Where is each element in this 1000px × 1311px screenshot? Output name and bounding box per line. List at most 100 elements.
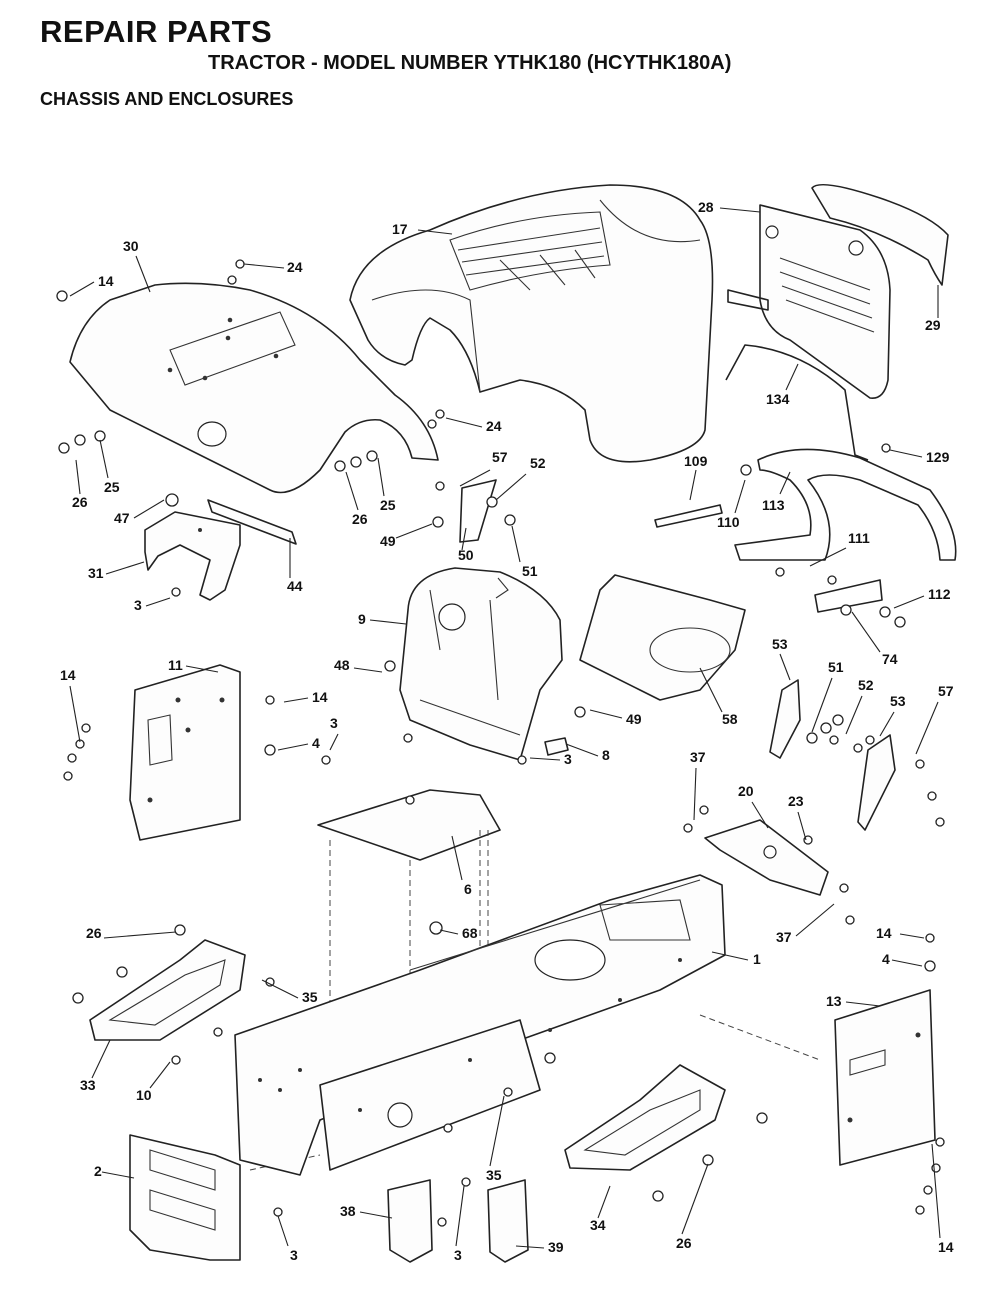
leader-line bbox=[797, 811, 807, 841]
leader-line bbox=[451, 835, 463, 881]
part-number-label: 14 bbox=[98, 273, 114, 289]
leader-line bbox=[734, 479, 746, 514]
part-number-label: 52 bbox=[530, 455, 546, 471]
leader-line bbox=[845, 1001, 881, 1007]
leader-line bbox=[711, 951, 749, 961]
leader-line bbox=[565, 743, 599, 757]
callout-c109: 109 bbox=[684, 453, 708, 501]
part-number-label: 6 bbox=[464, 881, 472, 897]
leader-line bbox=[75, 459, 81, 495]
callout-c51b: 51 bbox=[811, 659, 844, 733]
leader-line bbox=[851, 611, 881, 653]
callout-c14c: 14 bbox=[283, 689, 328, 705]
callout-c9: 9 bbox=[358, 611, 407, 627]
page-title: REPAIR PARTS bbox=[40, 14, 273, 49]
part-number-label: 8 bbox=[602, 747, 610, 763]
part-number-label: 49 bbox=[626, 711, 642, 727]
part-number-label: 50 bbox=[458, 547, 474, 563]
callout-c3e: 3 bbox=[454, 1185, 465, 1263]
callout-c68: 68 bbox=[439, 925, 478, 941]
part-number-label: 57 bbox=[492, 449, 508, 465]
callout-c30: 30 bbox=[123, 238, 151, 293]
leader-line bbox=[785, 363, 799, 391]
leader-line bbox=[283, 697, 309, 703]
part-number-label: 58 bbox=[722, 711, 738, 727]
part-number-label: 51 bbox=[522, 563, 538, 579]
callout-c38: 38 bbox=[340, 1203, 393, 1219]
leader-line bbox=[459, 469, 491, 487]
part-number-label: 28 bbox=[698, 199, 714, 215]
callout-c47: 47 bbox=[114, 499, 165, 526]
callout-c52b: 52 bbox=[845, 677, 874, 735]
part-number-label: 49 bbox=[380, 533, 396, 549]
callout-c14e: 14 bbox=[931, 1143, 954, 1255]
part-number-label: 26 bbox=[86, 925, 102, 941]
frame-part-1 bbox=[234, 874, 726, 1176]
leader-line bbox=[185, 665, 219, 673]
leader-line bbox=[145, 597, 171, 607]
callout-c50: 50 bbox=[458, 527, 474, 563]
part-number-label: 35 bbox=[302, 989, 318, 1005]
callout-c3b: 3 bbox=[329, 715, 339, 751]
bracket-part-20 bbox=[704, 819, 829, 896]
part-number-label: 17 bbox=[392, 221, 408, 237]
plate-part-44 bbox=[207, 499, 297, 545]
leader-line bbox=[69, 281, 95, 297]
callout-c14b: 14 bbox=[60, 667, 81, 743]
leader-line bbox=[261, 979, 299, 999]
leader-line bbox=[893, 595, 925, 609]
part-number-label: 112 bbox=[928, 586, 951, 602]
leader-line bbox=[597, 1185, 611, 1219]
part-number-label: 10 bbox=[136, 1087, 152, 1103]
part-number-label: 9 bbox=[358, 611, 366, 627]
strap-part-109 bbox=[654, 504, 723, 528]
callout-c24b: 24 bbox=[445, 417, 502, 434]
part-number-label: 47 bbox=[114, 510, 130, 526]
part-number-label: 2 bbox=[94, 1163, 102, 1179]
part-number-label: 25 bbox=[104, 479, 120, 495]
callout-c6: 6 bbox=[451, 835, 472, 897]
part-number-label: 24 bbox=[287, 259, 303, 275]
section-heading: CHASSIS AND ENCLOSURES bbox=[40, 89, 294, 109]
part-number-label: 31 bbox=[88, 565, 104, 581]
leader-line bbox=[69, 685, 81, 743]
leader-line bbox=[589, 709, 623, 719]
part-number-label: 34 bbox=[590, 1217, 606, 1233]
lever-part-53b bbox=[857, 734, 896, 831]
trim-part-29 bbox=[811, 183, 949, 286]
leader-line bbox=[329, 733, 339, 751]
callout-c28: 28 bbox=[698, 199, 761, 215]
callout-c3c: 3 bbox=[529, 751, 572, 767]
part-number-label: 37 bbox=[776, 929, 792, 945]
callout-c112: 112 bbox=[893, 586, 951, 609]
dash-part-30 bbox=[69, 282, 439, 494]
leader-line bbox=[133, 499, 165, 519]
callout-c26b: 26 bbox=[345, 471, 368, 527]
callout-c24a: 24 bbox=[243, 259, 303, 275]
shroud-part-58 bbox=[579, 574, 746, 701]
callout-c52a: 52 bbox=[495, 455, 546, 501]
callout-c49b: 49 bbox=[589, 709, 642, 727]
part-number-label: 48 bbox=[334, 657, 350, 673]
callout-c58: 58 bbox=[699, 667, 738, 727]
part-number-label: 35 bbox=[486, 1167, 502, 1183]
leader-line bbox=[889, 449, 923, 458]
leader-line bbox=[779, 471, 791, 495]
part-number-label: 14 bbox=[938, 1239, 954, 1255]
leader-line bbox=[689, 469, 697, 501]
leader-line bbox=[811, 677, 833, 733]
leader-line bbox=[515, 1245, 545, 1249]
callout-c34: 34 bbox=[590, 1185, 611, 1233]
part-number-label: 14 bbox=[876, 925, 892, 941]
bracket-part-111 bbox=[814, 579, 883, 613]
hood-part-17 bbox=[349, 184, 714, 463]
callout-c13: 13 bbox=[826, 993, 881, 1009]
callout-c26c: 26 bbox=[86, 925, 177, 941]
leader-line bbox=[103, 931, 177, 939]
part-number-label: 20 bbox=[738, 783, 754, 799]
side-panel-part-13 bbox=[834, 989, 936, 1166]
leader-line bbox=[277, 1215, 289, 1247]
callout-c25a: 25 bbox=[99, 439, 120, 495]
leader-line bbox=[135, 255, 151, 293]
